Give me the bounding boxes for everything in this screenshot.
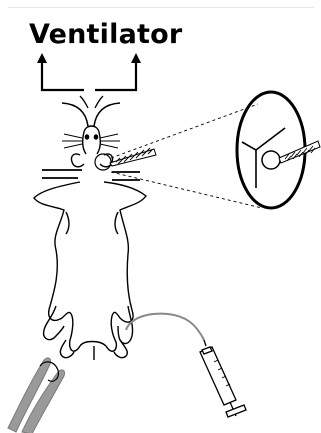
needle-icon [110, 148, 156, 166]
chest-opening-icon [95, 154, 111, 170]
syringe-icon [200, 340, 246, 417]
forceps-icon [8, 358, 65, 433]
magnified-heart-icon [237, 92, 320, 208]
catheter-tube-icon [126, 314, 204, 340]
ventilator-arrows-icon [37, 53, 141, 126]
mouse-body-icon [34, 182, 146, 360]
